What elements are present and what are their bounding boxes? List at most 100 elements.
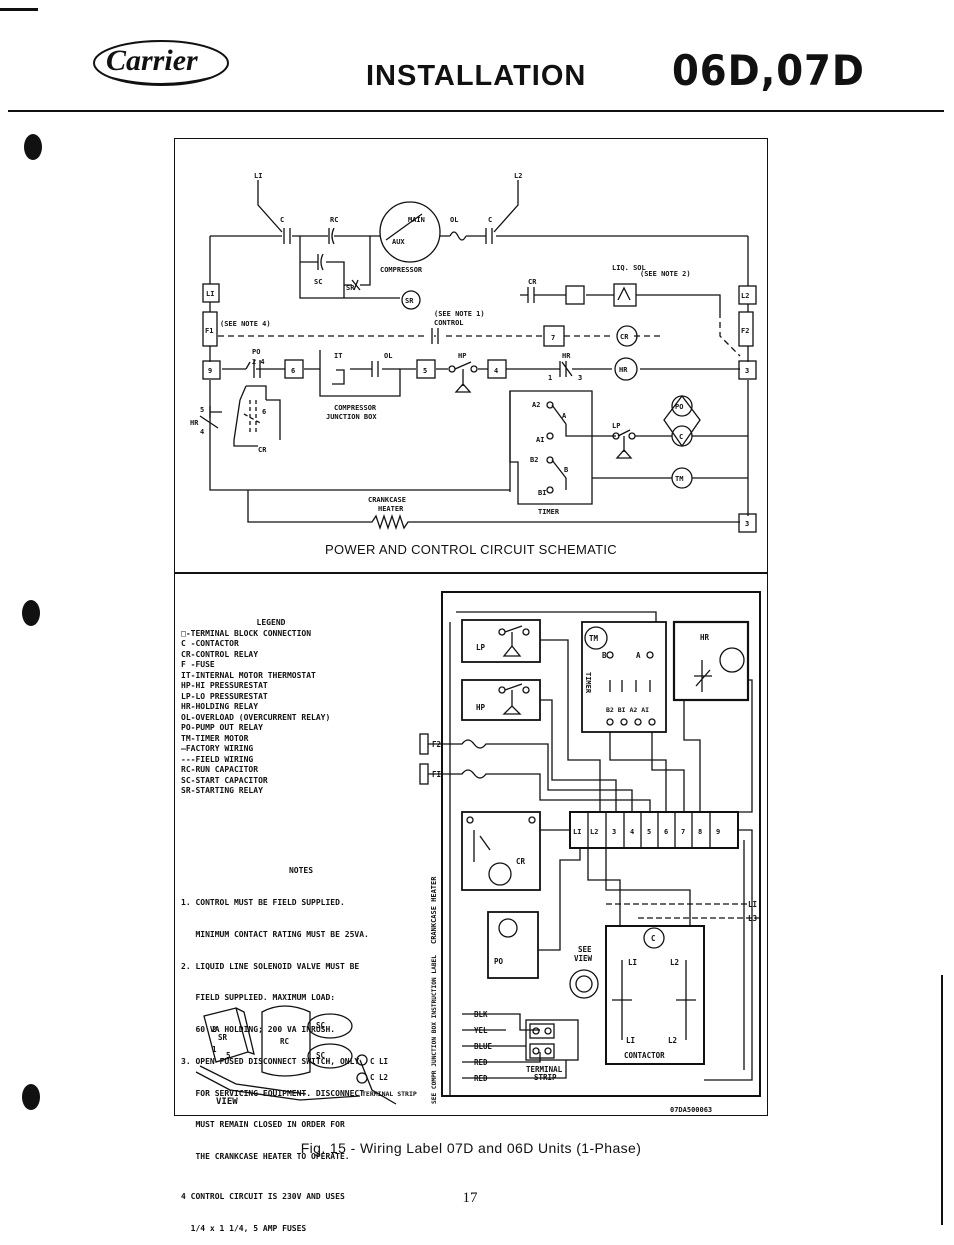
label-a1: AI [536, 436, 544, 444]
legend-item: HR-HOLDING RELAY [181, 702, 259, 711]
label-hr: HR [562, 352, 571, 360]
legend-item: SC-START CAPACITOR [181, 775, 268, 785]
legend-heading: LEGEND [256, 618, 286, 627]
label-c-left: C [280, 216, 284, 224]
wl-terminal-6: 6 [664, 828, 668, 836]
wl-fi: FI [432, 770, 441, 779]
wl-l2: L2 [670, 958, 679, 967]
label-b1: BI [538, 489, 546, 497]
label-tm-circle: TM [675, 475, 683, 483]
wl-view-cl1: C LI [370, 1057, 388, 1066]
wiring-label-diagram: LP HP TM HR F2 FI CR PO B2 BI A2 AI B A … [195, 591, 761, 1114]
label-rc: RC [330, 216, 338, 224]
wl-wire-blue: BLUE [474, 1042, 493, 1051]
wl-c: C [651, 934, 656, 943]
note-line: MUST REMAIN CLOSED IN ORDER FOR [181, 1120, 345, 1130]
wl-po: PO [494, 957, 504, 966]
legend-item: IT-INTERNAL MOTOR THERMOSTAT [181, 670, 316, 680]
label-control: CONTROL [434, 319, 464, 327]
notes-heading: NOTES [288, 866, 314, 876]
legend-item: CR-CONTROL RELAY [181, 649, 259, 659]
wl-terminal-strip-2: STRIP [534, 1073, 557, 1082]
label-see-note-4: (SEE NOTE 4) [220, 320, 271, 328]
note-line: 4 CONTROL CIRCUIT IS 230V AND USES [181, 1192, 345, 1201]
carrier-logo: Carrier [92, 38, 230, 88]
label-crankcase-1: CRANKCASE [368, 496, 406, 504]
wl-view-sr: SR [218, 1033, 228, 1042]
label-3: 3 [578, 374, 582, 382]
label-comp-jbox-1: COMPRESSOR [334, 404, 377, 412]
legend-item: SR-STARTING RELAY [181, 786, 263, 795]
wl-view-rc: RC [280, 1037, 289, 1046]
top-left-rule [0, 8, 38, 11]
label-l2: L2 [514, 172, 522, 180]
wl-view: VIEW [574, 954, 593, 963]
label-see-note-2: (SEE NOTE 2) [640, 270, 691, 278]
legend-item: RC-RUN CAPACITOR [181, 765, 259, 774]
label-f1: F1 [205, 327, 213, 335]
note-line: FOR SERVICING EQUIPMENT. DISCONNECT [181, 1088, 365, 1098]
note-line: 60 VA HOLDING; 200 VA INRUSH. [181, 1025, 336, 1035]
wl-li: LI [628, 958, 637, 967]
legend: LEGEND □-TERMINAL BLOCK CONNECTION C -CO… [181, 618, 361, 797]
section-title: INSTALLATION [366, 60, 587, 92]
label-sc: SC [314, 278, 322, 286]
wl-see: SEE [578, 945, 592, 954]
label-c-circle: C [679, 433, 683, 441]
wl-view-terminal-strip: TERMINAL STRIP [362, 1090, 417, 1098]
label-5: 5 [200, 406, 204, 414]
label-aux: AUX [392, 238, 405, 246]
wl-part-number: 07DA500063 [670, 1106, 712, 1114]
wl-timer-vertical: TIMER [584, 672, 592, 694]
wl-view-sc1: SC [316, 1021, 325, 1030]
wl-l3-out: L3 [748, 914, 758, 923]
label-crankcase-2: HEATER [378, 505, 404, 513]
power-control-schematic: LI L2 C RC OL C MAIN AUX SC SR SR COMPRE… [190, 172, 757, 533]
label-timer: TIMER [538, 508, 560, 516]
wl-wire-red-1: RED [474, 1058, 488, 1067]
legend-item: —FACTORY WIRING [181, 744, 254, 753]
header-rule [8, 110, 944, 112]
wl-l1-out: LI [748, 900, 757, 909]
label-lp: LP [612, 422, 620, 430]
schematic-title: POWER AND CONTROL CIRCUIT SCHEMATIC [325, 542, 617, 557]
terminal-5: 5 [423, 367, 427, 375]
label-f2: F2 [741, 327, 749, 335]
terminal-4: 4 [494, 367, 498, 375]
note-line: 1/4 x 1 1/4, 5 AMP FUSES [181, 1223, 307, 1233]
wl-terminal-3: 3 [612, 828, 616, 836]
label-b: B [564, 466, 568, 474]
label-ol: OL [450, 216, 458, 224]
wl-terminal-5: 5 [647, 828, 651, 836]
figure-frame [174, 138, 768, 1116]
wl-view-cl2: C L2 [370, 1073, 388, 1082]
terminal-7: 7 [551, 334, 555, 342]
label-a2: A2 [532, 401, 540, 409]
wl-terminal-7: 7 [681, 828, 685, 836]
legend-item: HP-HI PRESSURESTAT [181, 681, 268, 690]
wl-terminal-8: 8 [698, 828, 702, 836]
wl-wire-red-2: RED [474, 1074, 488, 1083]
terminal-3a: 3 [745, 367, 749, 375]
label-6: 6 [262, 408, 266, 416]
label-a: A [562, 412, 567, 420]
label-see-note-1: (SEE NOTE 1) [434, 310, 485, 318]
wl-tm: TM [589, 634, 599, 643]
wl-terminal-4: 4 [630, 828, 634, 836]
note-line: FIELD SUPPLIED. MAXIMUM LOAD: [181, 993, 336, 1003]
wl-hr: HR [700, 633, 710, 642]
wl-contacts: B2 BI A2 AI [606, 706, 649, 714]
wl-view-sc2: SC [316, 1051, 325, 1060]
legend-item: PO-PUMP OUT RELAY [181, 723, 263, 732]
label-main: MAIN [408, 216, 425, 224]
label-liq-sol: LIQ. SOL [612, 264, 646, 272]
label-ol-2: OL [384, 352, 392, 360]
legend-item: OL-OVERLOAD (OVERCURRENT RELAY) [181, 712, 331, 722]
wl-f2: F2 [432, 740, 441, 749]
wl-lp: LP [476, 643, 486, 652]
note-line: THE CRANKCASE HEATER TO OPERATE. [181, 1152, 350, 1162]
wl-b: B [602, 651, 607, 660]
wl-hp: HP [476, 703, 486, 712]
right-margin-rule [941, 975, 943, 1225]
label-po-circle: PO [675, 403, 683, 411]
